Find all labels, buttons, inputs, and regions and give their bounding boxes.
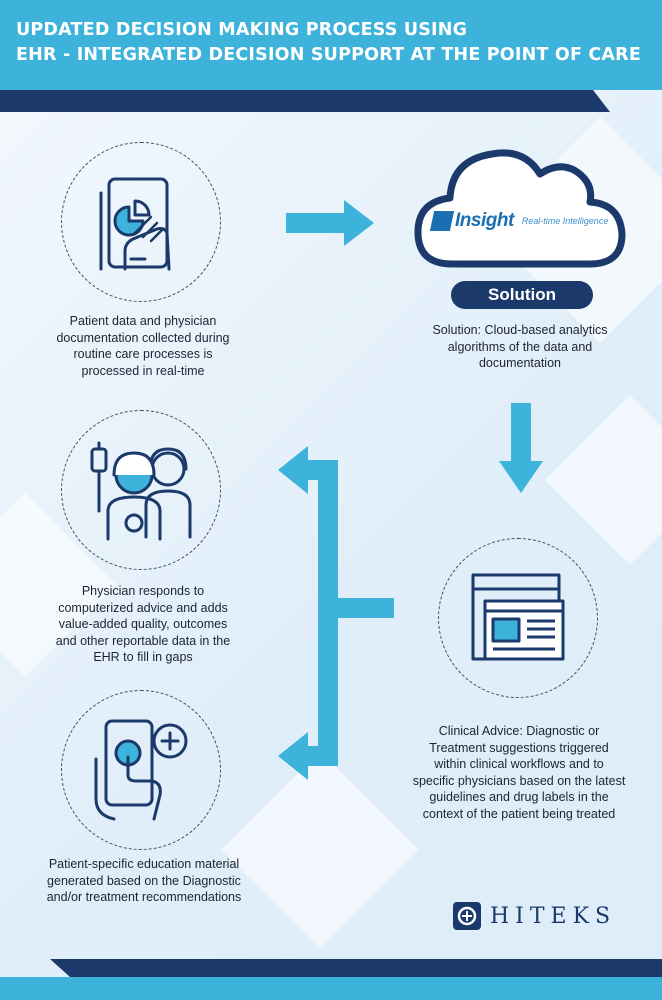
education-caption: Patient-specific education material gene… (46, 857, 242, 904)
tablet-chart-icon (95, 173, 187, 273)
arrow-right-icon (286, 200, 374, 246)
hiteks-logo: HITEKS (452, 900, 622, 932)
clinical-advice-circle (438, 538, 598, 698)
hiteks-logo-text: HITEKS (490, 903, 617, 929)
physician-responds-circle (61, 410, 221, 570)
header: UPDATED DECISION MAKING PROCESS USING EH… (0, 0, 662, 90)
page-title: UPDATED DECISION MAKING PROCESS USING EH… (16, 18, 662, 68)
arrow-down-icon (499, 403, 543, 493)
solution-label: Solution (451, 281, 593, 309)
education-circle (61, 690, 221, 850)
browser-window-icon (471, 573, 567, 665)
clinical-advice-caption: Clinical Advice: Diagnostic or Treatment… (412, 724, 626, 821)
footer-accent-bar (50, 959, 662, 977)
title-line-2: EHR - INTEGRATED DECISION SUPPORT AT THE… (16, 45, 642, 65)
insight-brand: Insight (455, 210, 514, 231)
insight-tagline: Real-time Intelligence (521, 216, 609, 226)
solution-caption: Solution: Cloud-based analytics algorith… (432, 323, 608, 370)
patient-data-circle (61, 142, 221, 302)
title-line-1: UPDATED DECISION MAKING PROCESS USING (16, 20, 468, 40)
cloud-icon (412, 140, 628, 272)
physician-responds-caption: Physician responds to computerized advic… (55, 584, 231, 664)
doctor-patient-icon (88, 441, 194, 541)
hiteks-mark-icon (452, 901, 482, 931)
phone-medical-icon (92, 719, 192, 823)
background-shape (221, 751, 419, 949)
footer-band (0, 977, 662, 1000)
insight-mark-icon (429, 211, 455, 231)
header-accent-bar (0, 90, 610, 112)
bracket-left-arrows-icon (278, 446, 394, 780)
insight-logo: Insight Real-time Intelligence (429, 208, 614, 234)
background-shape (545, 395, 662, 565)
patient-data-caption: Patient data and physician documentation… (56, 314, 230, 378)
